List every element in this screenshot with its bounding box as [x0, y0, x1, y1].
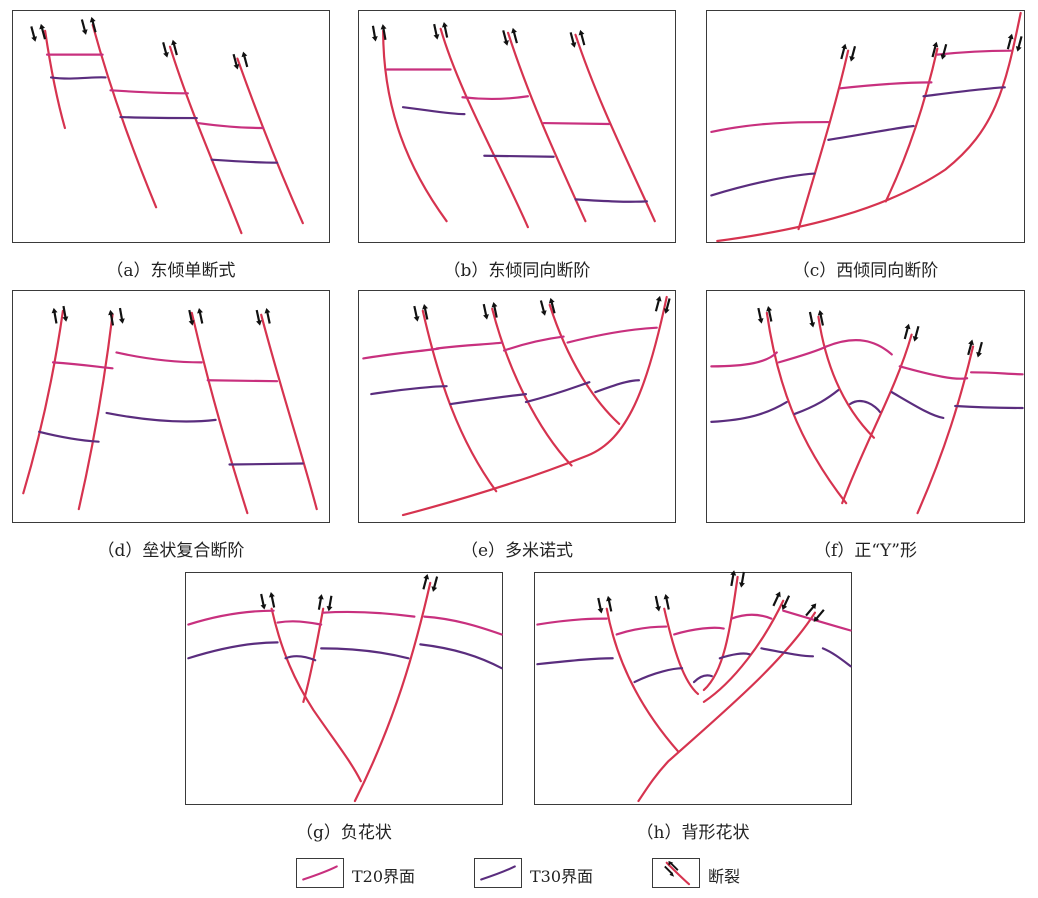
panel-d	[12, 290, 330, 523]
legend-t30-label: T30界面	[530, 867, 594, 886]
panel-e	[358, 290, 676, 523]
caption-a: （a）东倾单断式	[106, 261, 236, 281]
caption-e: （e）多米诺式	[460, 541, 574, 561]
caption-g: （g）负花状	[296, 823, 392, 843]
panel-g	[185, 572, 503, 805]
panel-a	[12, 10, 330, 243]
legend-fault-label: 断裂	[708, 867, 741, 886]
panel-f	[706, 290, 1025, 523]
caption-b: （b）东倾同向断阶	[443, 261, 591, 281]
legend-t20-label: T20界面	[352, 867, 416, 886]
panel-c	[706, 10, 1026, 243]
fault-arrow-icon	[664, 860, 679, 877]
caption-d: （d）垒状复合断阶	[97, 541, 245, 561]
caption-h: （h）背形花状	[636, 823, 750, 843]
legend-t30-swatch	[474, 858, 522, 888]
legend-t20-swatch	[296, 858, 344, 888]
panel-b	[358, 10, 676, 243]
legend-fault-swatch	[652, 858, 700, 888]
panel-h	[534, 568, 852, 805]
caption-f: （f）正“Y”形	[814, 541, 917, 561]
caption-c: （c）西倾同向断阶	[792, 261, 939, 281]
